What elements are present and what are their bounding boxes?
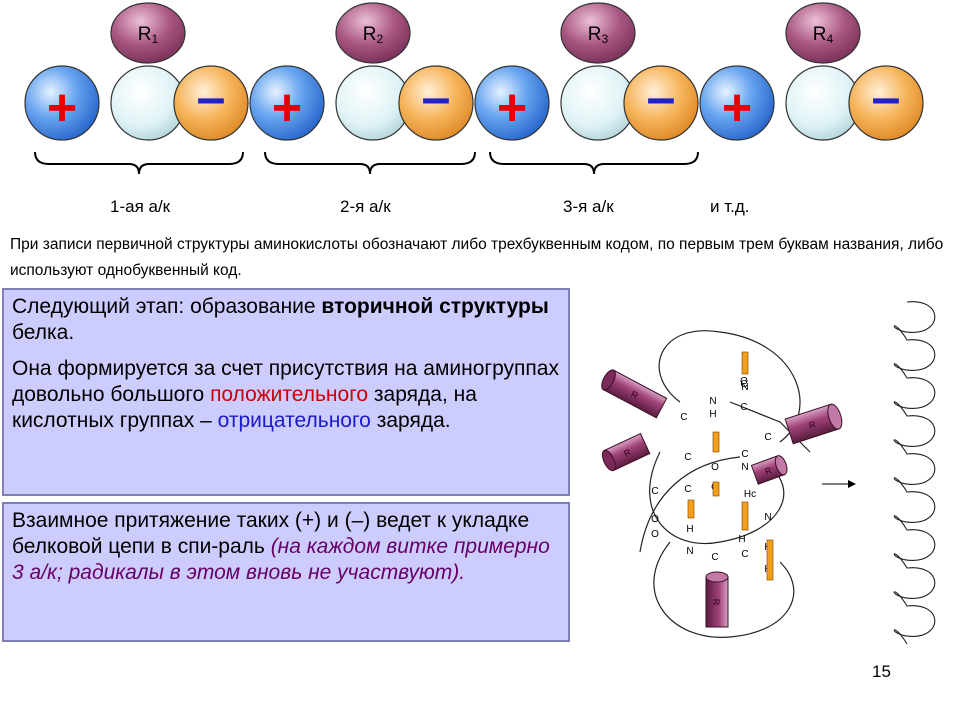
atom-label: C: [684, 452, 691, 463]
carboxyl-group-ball: [623, 65, 699, 141]
atom-label: O: [651, 529, 659, 540]
atom-label: N: [686, 546, 693, 557]
radical-1: R1: [110, 2, 186, 64]
atom-label: C: [651, 486, 658, 497]
radical-2: R2: [335, 2, 411, 64]
atom-label: O: [651, 514, 659, 525]
atom-label: N: [764, 512, 771, 523]
svg-text:R: R: [764, 465, 774, 477]
svg-text:R: R: [629, 389, 640, 401]
atom-label: N: [709, 396, 716, 407]
radical-cylinder-3: R: [784, 403, 843, 445]
svg-text:R: R: [808, 419, 818, 431]
charge-explanation: Она формируется за счет присутствия на а…: [12, 357, 559, 432]
atom-label: C: [680, 412, 687, 423]
etc-label: и т.д.: [710, 197, 750, 216]
atom-label: H: [709, 409, 716, 420]
brace-3: [489, 151, 699, 175]
amino-group-ball: [699, 65, 775, 141]
plus-sign: +: [722, 79, 752, 137]
atom-label: O: [740, 376, 748, 387]
radical-3: R3: [560, 2, 636, 64]
amino-acid-unit-4: R4 + –: [699, 2, 924, 141]
page-number: 15: [872, 662, 891, 681]
positive-term: положительного: [210, 383, 369, 406]
helix-coil: [893, 301, 936, 645]
minus-sign: –: [197, 69, 226, 127]
atom-label: H: [686, 524, 693, 535]
plus-sign: +: [497, 79, 527, 137]
alpha-helix-diagram: CNCCCONCOOHCNHHNCCHCNCOOHHc R R R R: [601, 301, 936, 645]
svg-text:R: R: [711, 599, 721, 606]
helix-folding-box: Взаимное притяжение таких (+) и (–) веде…: [2, 502, 570, 642]
atom-label: N: [741, 382, 748, 393]
atom-label: C: [741, 449, 748, 460]
minus-sign: –: [872, 69, 901, 127]
atom-label: C: [740, 402, 747, 413]
amino-acid-label-3: 3-я а/к: [563, 197, 614, 216]
arrow-icon: [822, 480, 856, 488]
atom-label: C: [764, 432, 771, 443]
minus-sign: –: [647, 69, 676, 127]
svg-text:R: R: [622, 447, 633, 459]
plus-sign: +: [272, 79, 302, 137]
amino-group-ball: [24, 65, 100, 141]
minus-sign: –: [422, 69, 451, 127]
amino-acid-unit-3: R3 + –: [474, 2, 699, 141]
negative-term: отрицательного: [217, 409, 371, 432]
helix-folding-note: (на каждом витке примерно 3 а/к; радикал…: [12, 535, 550, 584]
atom-label: C: [684, 484, 691, 495]
radical-cylinder-1: R: [601, 369, 668, 419]
secondary-structure-term: вторичной структуры: [321, 295, 549, 318]
primary-structure-note: При записи первичной структуры аминокисл…: [10, 236, 944, 279]
secondary-structure-box: Следующий этап: образование вторичной ст…: [2, 288, 570, 496]
atom-label: N: [741, 462, 748, 473]
carboxyl-group-ball: [173, 65, 249, 141]
brace-2: [264, 151, 476, 175]
brace-1: [34, 151, 244, 175]
atom-label: H: [738, 534, 745, 545]
atom-label: C: [711, 552, 718, 563]
amino-acid-unit-1: R1 + –: [24, 2, 249, 141]
amino-acid-chain-diagram: R1+–R2+–R3+–R4+–: [24, 2, 924, 175]
amino-group-ball: [249, 65, 325, 141]
amino-acid-unit-2: R2 + –: [249, 2, 474, 141]
radical-cylinder-2: R: [601, 432, 651, 472]
plus-sign: +: [47, 79, 77, 137]
radical-4: R4: [785, 2, 861, 64]
helix-folding-text: Взаимное притяжение таких (+) и (–) веде…: [12, 509, 550, 584]
helix-atoms: CNCCCONCOOHCNHHNCCHCNCOOHHc: [651, 376, 772, 575]
radical-cylinders: R R R R R: [601, 369, 843, 628]
radical-cylinder-5: R: [705, 571, 729, 628]
atom-label: O: [711, 462, 719, 473]
atom-label: C: [740, 379, 747, 390]
amino-group-ball: [474, 65, 550, 141]
carboxyl-group-ball: [848, 65, 924, 141]
atom-label: Hc: [744, 489, 756, 500]
carboxyl-group-ball: [398, 65, 474, 141]
radical-cylinder-4: R: [750, 455, 788, 485]
secondary-structure-heading: Следующий этап: образование вторичной ст…: [12, 295, 549, 344]
hydrogen-bonds: [687, 351, 774, 581]
amino-acid-label-2: 2-я а/к: [340, 197, 391, 216]
amino-acid-label-1: 1-ая а/к: [110, 197, 171, 216]
atom-label: C: [741, 549, 748, 560]
